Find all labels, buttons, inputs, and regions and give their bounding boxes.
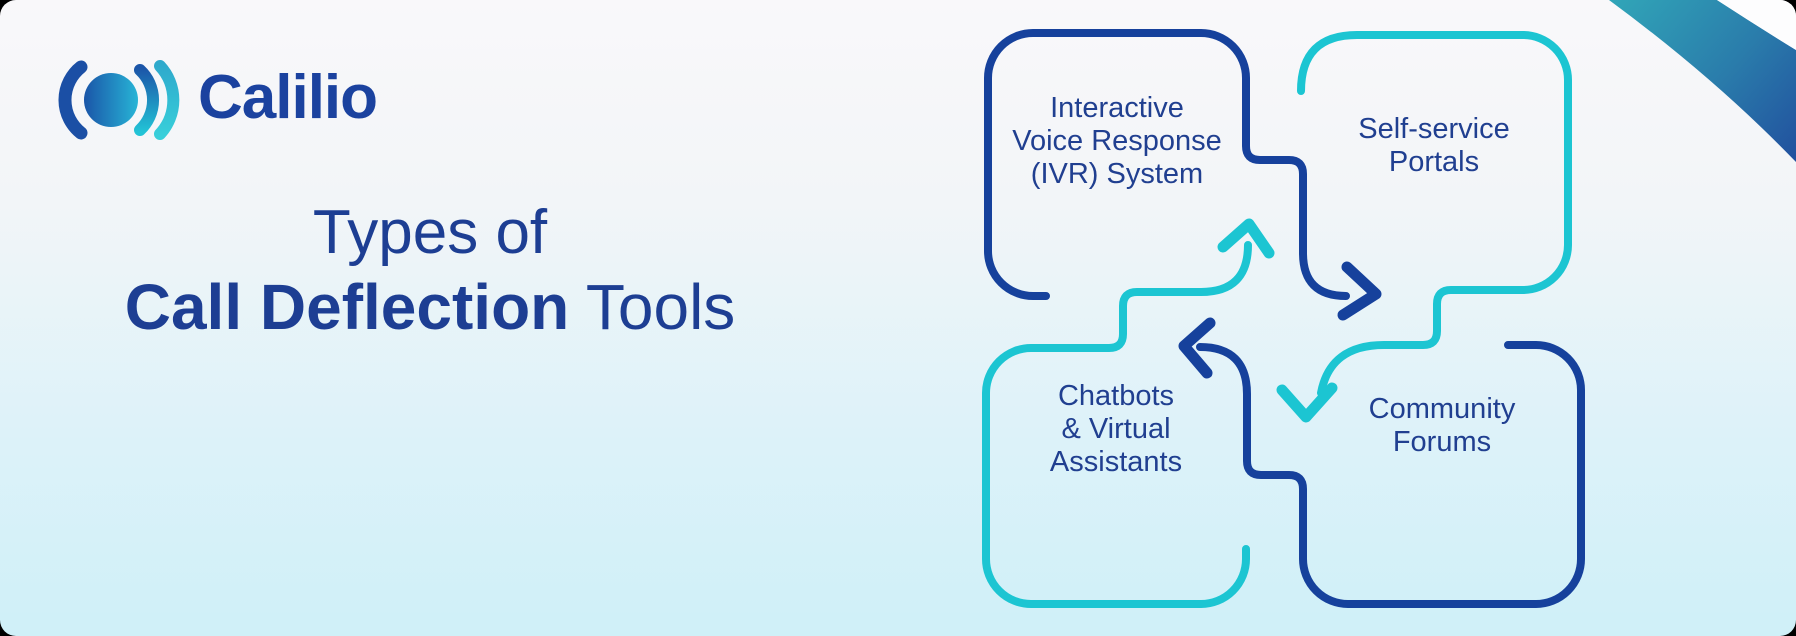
ribbon-band xyxy=(1609,0,1796,162)
logo-wordmark: Calilio xyxy=(198,63,378,132)
node-outline-community xyxy=(1196,341,1585,608)
calilio-logo-icon xyxy=(58,60,180,140)
page-title: Types of Call Deflection Tools xyxy=(60,196,800,344)
ribbon-corner-white xyxy=(1717,0,1796,50)
logo-core-circle xyxy=(84,73,138,127)
title-line-1: Types of xyxy=(312,198,548,267)
node-outline-chatbots xyxy=(982,241,1252,608)
arrow-selfservice-to-community xyxy=(1276,382,1338,423)
node-label-selfservice: Self-service Portals xyxy=(1358,113,1510,178)
node-label-chatbots: Chatbots & Virtual Assistants xyxy=(1049,380,1183,478)
flow-diagram xyxy=(982,29,1585,608)
node-label-community: Community Forums xyxy=(1368,393,1516,458)
title-line-2-regular: Tools xyxy=(569,271,736,343)
node-label-ivr: Interactive Voice Response (IVR) System xyxy=(1012,92,1222,190)
title-line-2-bold: Call Deflection xyxy=(124,271,570,343)
logo-left-arc xyxy=(58,60,88,140)
title-line-2: Call Deflection Tools xyxy=(60,270,800,344)
corner-ribbon-decoration xyxy=(1609,0,1796,162)
arrow-community-to-chatbots xyxy=(1178,317,1216,379)
node-outline-ivr xyxy=(984,29,1350,300)
logo-outer-right-arc xyxy=(154,60,180,140)
node-outline-selfservice xyxy=(1297,31,1572,397)
arrow-chatbots-to-ivr xyxy=(1217,218,1275,259)
logo-inner-right-arc xyxy=(134,64,159,136)
arrow-ivr-to-selfservice xyxy=(1337,261,1382,321)
